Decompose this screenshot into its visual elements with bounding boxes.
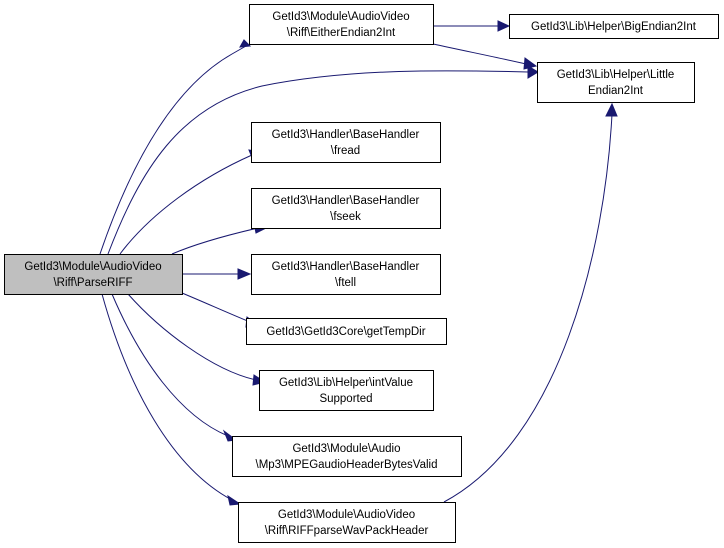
edge-parse-riff-to-ftell <box>182 268 252 280</box>
edge-parse-riff-to-either-endian2int <box>99 39 252 255</box>
node-label-line: \ftell <box>335 277 356 289</box>
edge-either-endian2int-to-little-endian2int <box>432 43 538 70</box>
edge-parse-riff-to-riff-parse-wavpack-header <box>101 293 242 506</box>
edge-line <box>171 227 259 255</box>
node-box <box>537 62 695 103</box>
edge-parse-riff-to-little-endian2int <box>107 65 539 255</box>
node-label-line: GetId3\Module\Audio <box>292 443 400 455</box>
node-mpeg-audio-header-bytes-valid[interactable]: GetId3\Module\Audio \Mp3\MPEGaudioHeaderB… <box>232 436 462 477</box>
node-label-line: GetId3\Lib\Helper\BigEndian2Int <box>531 21 697 33</box>
node-box <box>249 4 434 45</box>
arrowhead-icon <box>227 494 242 506</box>
edge-parse-riff-to-fread <box>119 149 263 255</box>
node-get-temp-dir[interactable]: GetId3\GetId3Core\getTempDir <box>246 318 447 345</box>
node-label-line: GetId3\Module\AudioVideo <box>272 11 409 23</box>
node-label-line: \Mp3\MPEGaudioHeaderBytesValid <box>256 459 438 471</box>
node-label-line: \fread <box>331 145 360 157</box>
nodes-layer: GetId3\Module\AudioVideo\Riff\ParseRIFFG… <box>4 4 719 543</box>
node-fseek[interactable]: GetId3\Handler\BaseHandler \fseek <box>251 188 441 229</box>
node-label-line: Endian2Int <box>588 85 644 97</box>
node-box <box>246 318 447 345</box>
edge-line <box>181 292 251 323</box>
node-box <box>259 370 434 411</box>
node-label-line: GetId3\Module\AudioVideo <box>24 261 161 273</box>
node-label-line: GetId3\Lib\Helper\intValue <box>279 377 413 389</box>
node-box <box>509 14 719 39</box>
node-parse-riff[interactable]: GetId3\Module\AudioVideo \Riff\ParseRIFF <box>4 254 183 295</box>
node-either-endian2int[interactable]: GetId3\Module\AudioVideo \Riff\EitherEndi… <box>249 4 434 45</box>
node-box <box>238 502 456 543</box>
edge-line <box>101 293 233 501</box>
node-box <box>251 122 441 163</box>
arrowhead-icon <box>523 57 538 70</box>
edge-line <box>127 293 257 381</box>
node-label-line: \Riff\EitherEndian2Int <box>287 27 396 39</box>
node-label-line: \fseek <box>330 211 361 223</box>
node-label-line: \Riff\RIFFparseWavPackHeader <box>265 525 429 537</box>
node-label-line: GetId3\GetId3Core\getTempDir <box>266 326 425 338</box>
node-box <box>232 436 462 477</box>
node-riff-parse-wavpack-header[interactable]: GetId3\Module\AudioVideo \Riff\RIFFparseW… <box>238 502 456 543</box>
node-label-line: Supported <box>319 393 372 405</box>
edge-riff-parse-wavpack-header-to-little-endian2int <box>443 102 618 503</box>
node-big-endian2int[interactable]: GetId3\Lib\Helper\BigEndian2Int <box>509 14 719 39</box>
arrowhead-icon <box>239 39 252 48</box>
node-label-line: GetId3\Lib\Helper\Little <box>557 69 675 81</box>
node-label-line: \Riff\ParseRIFF <box>53 277 132 289</box>
node-box <box>251 188 441 229</box>
edge-line <box>443 113 613 503</box>
edge-parse-riff-to-mpeg-audio-header-bytes-valid <box>111 293 238 442</box>
node-fread[interactable]: GetId3\Handler\BaseHandler \fread <box>251 122 441 163</box>
node-label-line: GetId3\Handler\BaseHandler <box>272 195 420 207</box>
node-box <box>4 254 183 295</box>
edge-line <box>119 154 253 255</box>
edge-line <box>107 70 529 255</box>
arrowhead-icon <box>497 20 511 32</box>
node-label-line: GetId3\Handler\BaseHandler <box>272 129 420 141</box>
edge-parse-riff-to-int-value-supported <box>127 293 267 386</box>
edge-line <box>432 43 527 65</box>
arrowhead-icon <box>605 102 618 117</box>
node-label-line: GetId3\Handler\BaseHandler <box>272 261 420 273</box>
edge-line <box>111 293 229 437</box>
node-label-line: GetId3\Module\AudioVideo <box>278 509 415 521</box>
node-box <box>251 254 441 295</box>
edge-either-endian2int-to-big-endian2int <box>433 20 511 32</box>
arrowhead-icon <box>527 65 539 79</box>
edge-line <box>99 45 247 255</box>
arrowhead-icon <box>237 268 252 280</box>
node-ftell[interactable]: GetId3\Handler\BaseHandler \ftell <box>251 254 441 295</box>
